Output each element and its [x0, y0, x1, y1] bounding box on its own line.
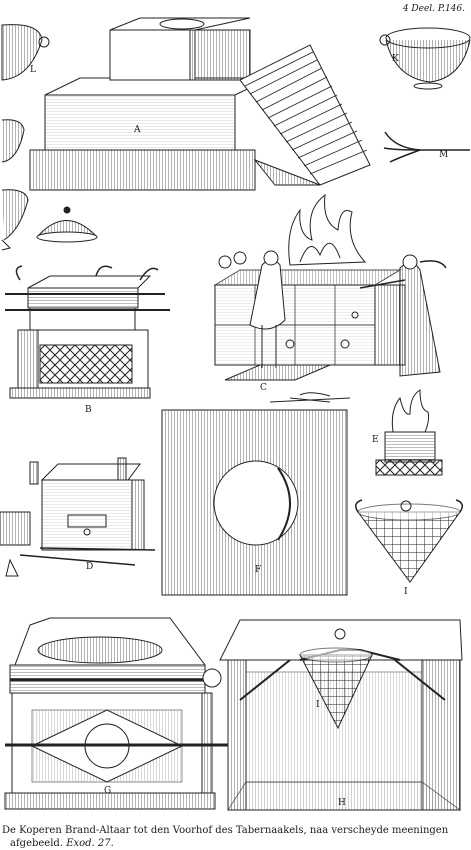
figure-h-frame: [219, 619, 463, 811]
figure-label-f: F: [255, 565, 262, 575]
figure-label-k: K: [392, 54, 399, 64]
figure-i-grate: [355, 499, 463, 583]
figure-label-e: E: [372, 435, 379, 445]
figure-label-l: L: [30, 65, 36, 75]
figure-l-pot: [1, 24, 50, 251]
figure-d-altar: [0, 457, 156, 577]
caption-line-2: afgebeeld. Exod. 27.: [10, 838, 114, 849]
figure-label-m: M: [439, 150, 449, 160]
figure-label-g: G: [104, 786, 112, 796]
figure-k-basin: [379, 27, 471, 90]
figure-m-fork: [383, 131, 470, 163]
caption-scripture-ref: Exod. 27.: [66, 838, 114, 849]
figure-label-b: B: [85, 405, 92, 415]
figure-a-altar: [29, 17, 371, 191]
figure-label-a: A: [134, 125, 141, 135]
figure-c-altar-with-fire: [213, 193, 447, 403]
figure-g-altar: [4, 617, 230, 810]
covered-dish: [36, 206, 98, 243]
figure-b-altar: [5, 265, 170, 399]
figure-label-h: H: [338, 798, 346, 808]
figure-label-i-small: I: [404, 587, 408, 597]
figure-e-small-altar: [375, 389, 443, 476]
figure-label-d: D: [86, 562, 94, 572]
figure-label-c: C: [260, 383, 267, 393]
page-reference: 4 Deel. P.146.: [402, 4, 465, 14]
figure-f-panel: [161, 409, 348, 596]
figure-label-i-large: I: [316, 700, 320, 710]
caption-afgebeeld: afgebeeld.: [10, 838, 63, 849]
caption-line-1: De Koperen Brand-Altaar tot den Voorhof …: [2, 825, 449, 836]
